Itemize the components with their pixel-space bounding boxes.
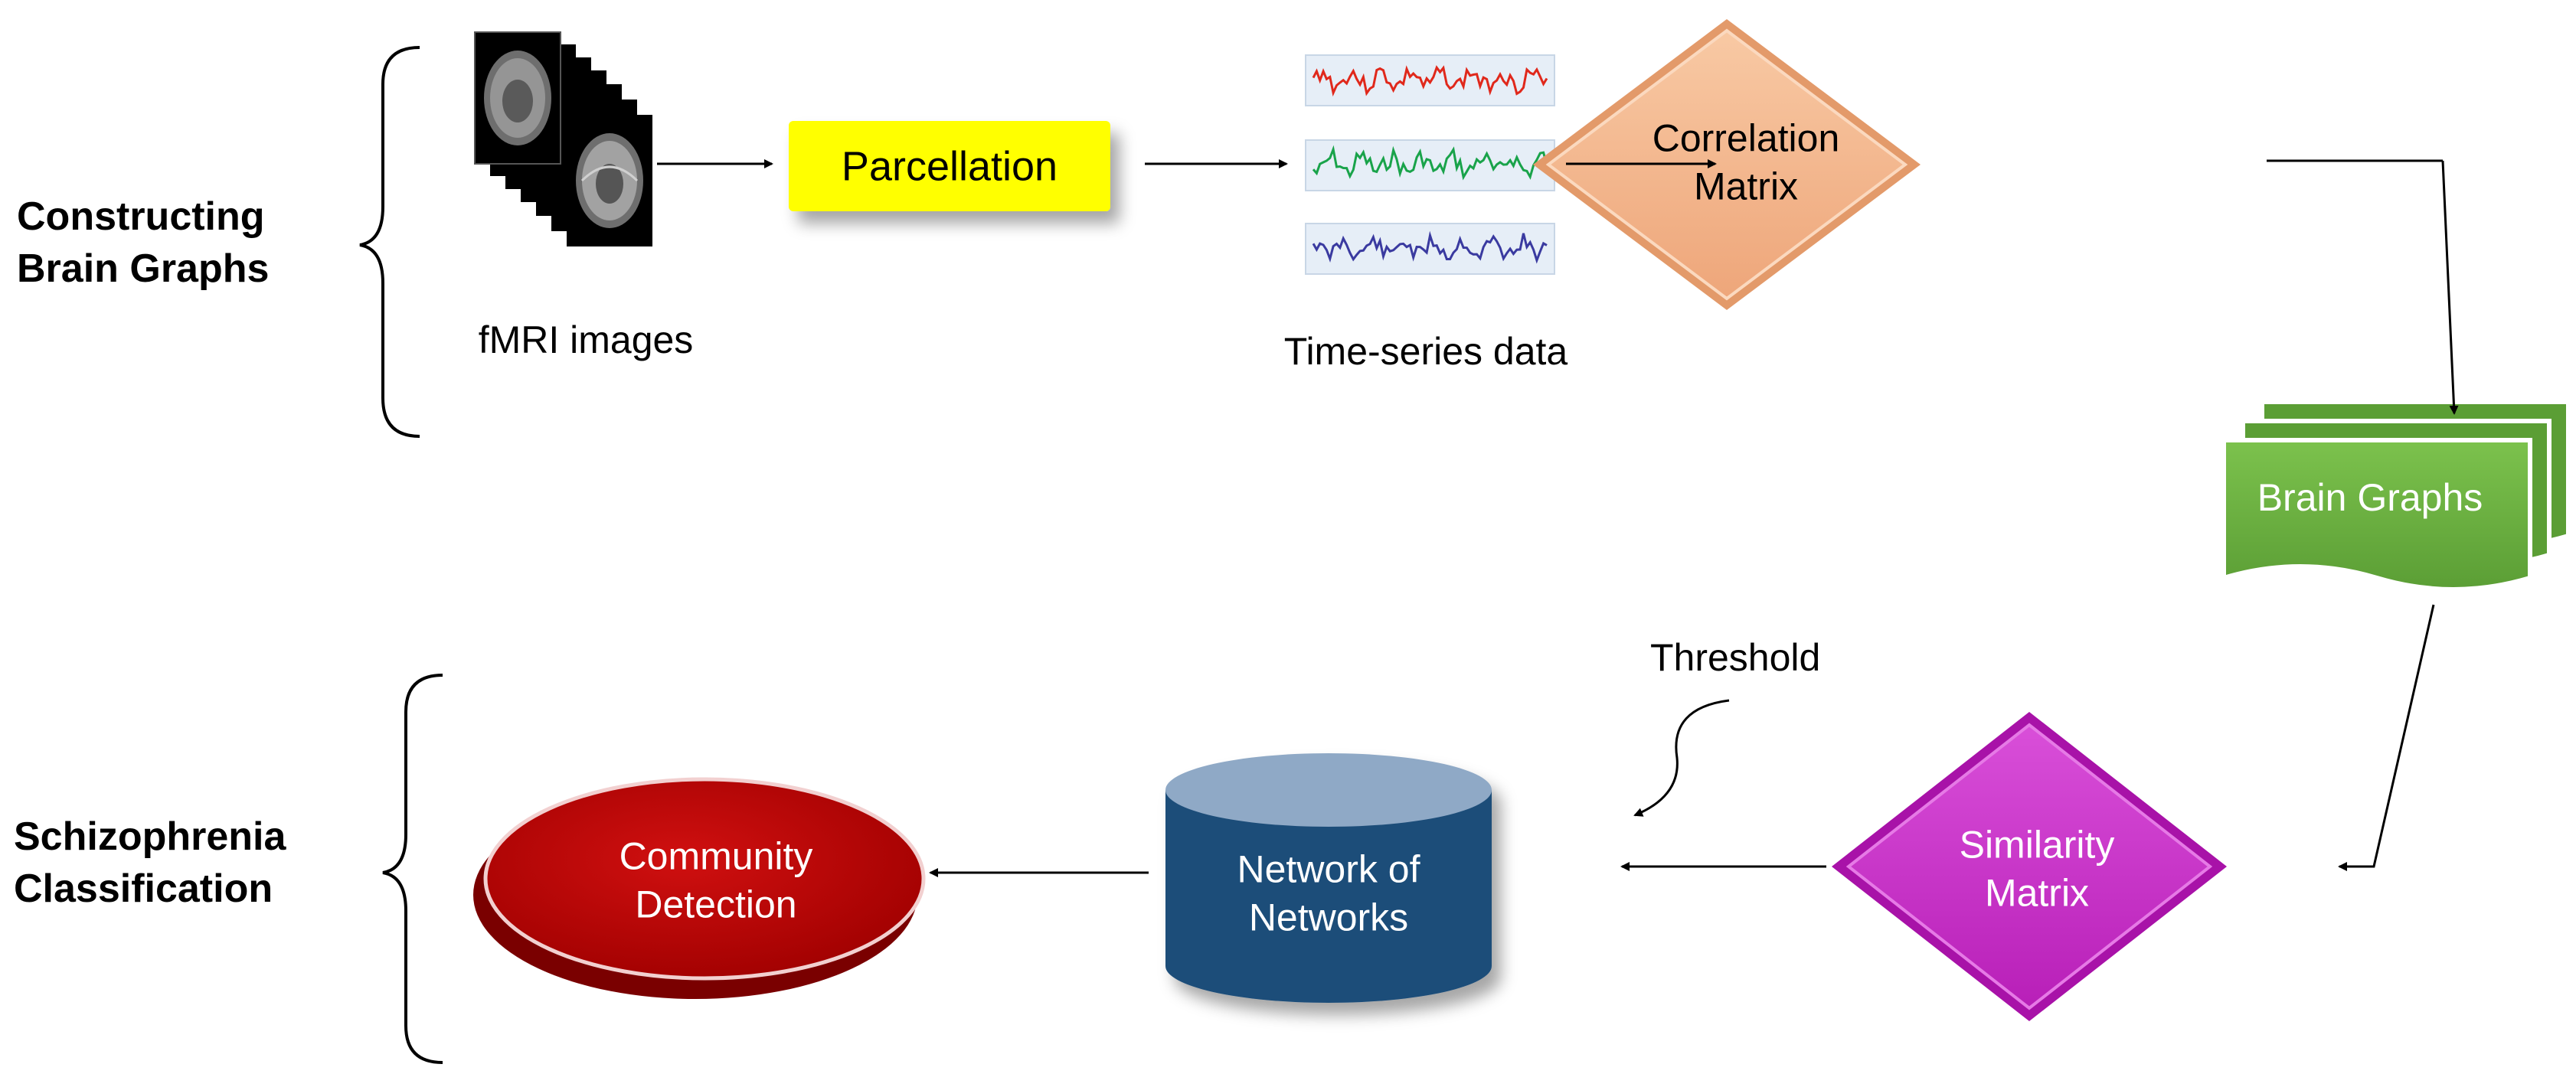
similarity-matrix-shape [1832,712,2227,1021]
series-line-red [1312,65,1548,97]
similarity-matrix-label: Similarity Matrix [1959,823,2115,915]
brace-classification [382,674,443,1064]
timeseries-caption: Time-series data [1283,330,1568,373]
network-of-networks-shape [1165,753,1492,1003]
threshold-label: Threshold [1650,636,1821,679]
section-label-classification: Schizophrenia Classification [14,814,286,911]
community-detection-label: Community Detection [619,834,813,926]
brace-constructing [359,46,420,438]
correlation-matrix-label: Correlation Matrix [1652,116,1840,208]
arrow-correlation-to-brain-graphs-down [2441,160,2459,415]
section-label-constructing: Constructing Brain Graphs [17,194,270,291]
arrow-threshold [1633,699,1730,817]
arrow-brain-graphs-to-similarity [2338,604,2435,871]
series-line-blue [1312,230,1548,264]
series-line-green [1312,145,1548,181]
brain-graphs-label: Brain Graphs [2257,475,2483,519]
parcellation-label: Parcellation [841,143,1058,190]
fmri-images-icon [474,31,652,246]
parcellation-box-shape [789,121,1110,211]
brain-graphs-shape [2221,400,2571,592]
time-series-plots [1305,54,1555,275]
series-panel-green [1305,139,1555,191]
network-of-networks-label: Network of Networks [1237,847,1420,939]
correlation-matrix-shape [1533,19,1921,310]
fmri-caption: fMRI images [478,318,694,361]
community-detection-shape [473,777,926,999]
